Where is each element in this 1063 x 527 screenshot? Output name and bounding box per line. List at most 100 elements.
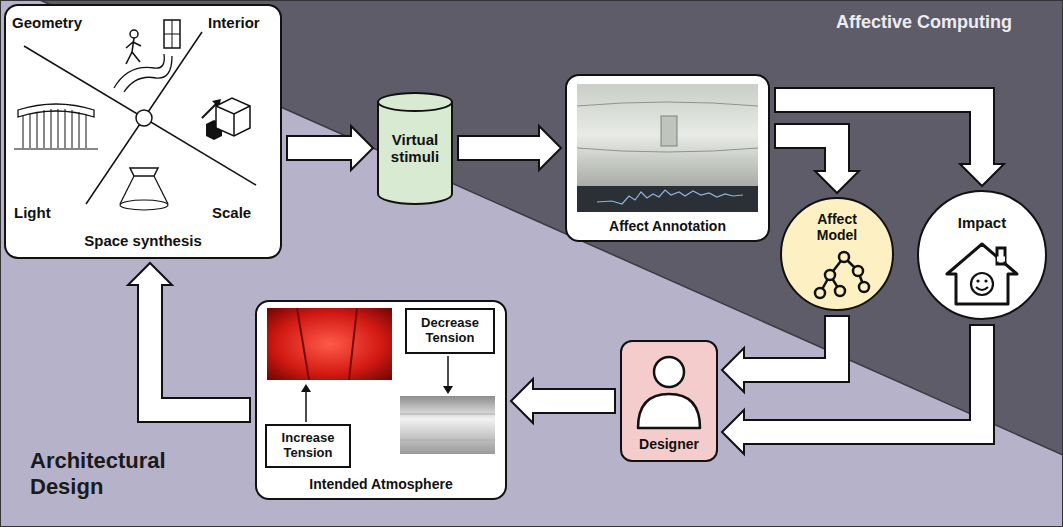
illustration-part	[216, 98, 250, 136]
node-illustration	[919, 192, 1045, 318]
aspect-label: Geometry	[12, 14, 82, 31]
illustration-part	[825, 270, 835, 280]
block-arrow	[511, 379, 616, 423]
illustration-part	[976, 287, 988, 290]
illustration-part	[51, 109, 52, 148]
illustration-part	[72, 110, 73, 148]
aspect-label: Interior	[208, 14, 260, 31]
aspect-label: Light	[14, 204, 51, 221]
illustration-part	[14, 109, 98, 149]
node-text: Intended Atmosphere	[309, 476, 452, 492]
illustration-part	[30, 114, 31, 148]
arrow-head	[722, 348, 744, 392]
arrow-body	[288, 137, 353, 159]
illustration-part	[815, 288, 825, 298]
block-arrow	[722, 315, 837, 392]
node-text: Affect Model	[802, 211, 872, 243]
illustration-part	[86, 114, 87, 148]
block-arrow	[722, 324, 982, 454]
illustration-part	[577, 102, 758, 152]
arrow-body	[531, 390, 614, 412]
illustration-part	[859, 282, 869, 292]
arrow-head	[722, 410, 744, 454]
illustration-part	[124, 56, 172, 92]
arrow-outline	[150, 285, 251, 410]
illustration-part	[126, 38, 141, 64]
illustration-part	[577, 84, 758, 186]
illustration-part	[654, 357, 684, 387]
arrow-body	[150, 283, 249, 410]
illustration-part	[24, 46, 256, 185]
illustration-part	[79, 112, 80, 148]
region-title: Affective Computing	[836, 12, 1012, 33]
node-text: Affect Annotation	[609, 218, 726, 234]
illustration-part	[14, 149, 98, 150]
arrow-head	[511, 379, 533, 423]
arrow-outline	[744, 324, 982, 432]
illustration-part	[130, 168, 158, 176]
node-text: Space synthesis	[84, 232, 202, 249]
illustration-part	[58, 109, 59, 148]
illustration-part	[638, 394, 700, 428]
illustration-part	[114, 54, 164, 88]
illustration-part	[997, 257, 1005, 262]
illustration-part	[839, 252, 849, 262]
illustration-part	[164, 20, 180, 48]
arrow-head	[960, 164, 1004, 186]
arrow-body	[776, 136, 837, 173]
node-text: Designer	[639, 436, 699, 452]
illustration-part	[267, 308, 392, 380]
illustration-part	[835, 286, 845, 296]
illustration-part	[997, 248, 1005, 264]
illustration-part	[130, 30, 138, 38]
illustration-part	[164, 34, 180, 35]
illustration-part	[976, 279, 979, 282]
illustration-part	[443, 386, 453, 394]
illustration-part	[577, 186, 758, 212]
arrow-head	[128, 263, 172, 285]
illustration-part	[447, 356, 449, 388]
illustration-part	[136, 110, 152, 126]
circle-node: Affect Model	[780, 197, 894, 311]
illustration-part	[297, 308, 357, 380]
illustration-part	[120, 176, 134, 204]
illustration-part	[971, 273, 993, 295]
illustration-part	[661, 116, 677, 146]
arrow-body	[459, 137, 541, 159]
arrow-body	[742, 317, 837, 370]
illustration-part	[400, 414, 495, 440]
cylinder-node: Virtual stimuli	[377, 92, 453, 204]
illustration-part	[947, 244, 1017, 304]
illustration-part	[815, 252, 869, 298]
region-title: Architectural Design	[30, 448, 210, 501]
illustration-part	[216, 106, 250, 136]
illustration-part	[18, 104, 94, 117]
rounded-box: Designer	[620, 340, 718, 462]
arrow-head	[815, 171, 859, 193]
arrow-body	[776, 100, 982, 166]
illustration-part	[305, 390, 307, 422]
illustration-part	[378, 93, 452, 111]
illustration-part	[400, 396, 495, 454]
illustration-part	[37, 112, 38, 148]
rounded-box: Increase Tension	[265, 424, 351, 468]
illustration-part	[23, 116, 24, 148]
illustration-part	[378, 102, 452, 204]
illustration-part	[853, 266, 863, 276]
illustration-part	[597, 190, 743, 204]
node-illustration	[567, 76, 768, 240]
illustration-part	[984, 279, 987, 282]
block-arrow	[286, 126, 373, 170]
node-text: Decrease Tension	[410, 316, 490, 346]
arrow-head	[539, 126, 561, 170]
illustration-part	[86, 32, 202, 204]
rounded-box: Decrease Tension	[405, 308, 495, 354]
arrow-head	[351, 126, 373, 170]
block-arrow	[457, 126, 561, 170]
block-arrow	[128, 263, 251, 410]
arrow-body	[742, 326, 982, 432]
rounded-box: Affect Annotation	[565, 74, 770, 242]
node-text: Increase Tension	[270, 431, 346, 461]
illustration-part	[44, 110, 45, 148]
